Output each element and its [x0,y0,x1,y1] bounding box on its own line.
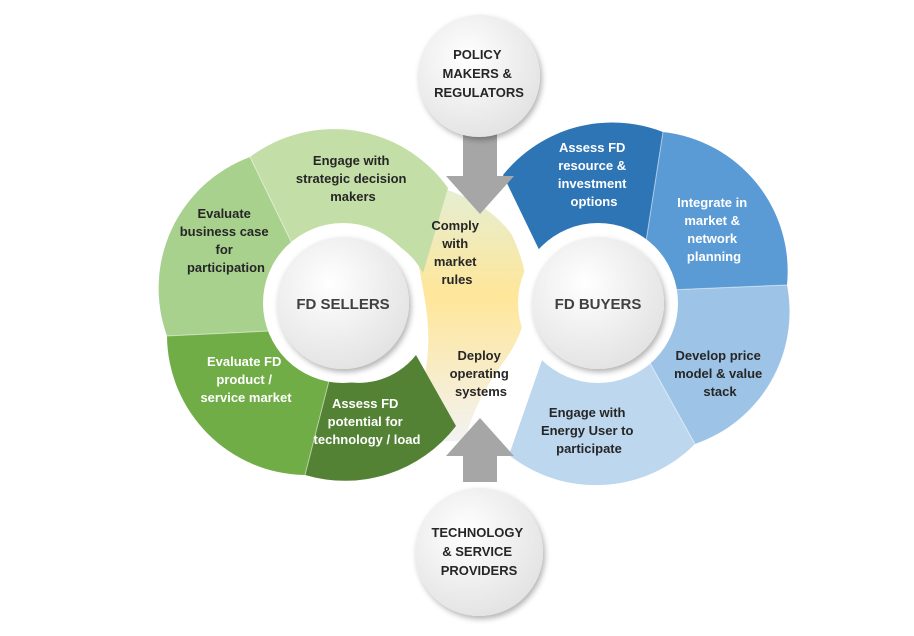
seller-label-business-case-line-2: business case [180,224,269,239]
buyer-label-develop-price-line-3: stack [703,384,737,399]
buyer-label-engage-user: Engage with Energy User to participate [541,405,637,456]
seller-label-engage-line-1: Engage with [313,153,390,168]
center-label-comply: Comply with market rules [431,218,482,287]
buyer-label-integrate: Integrate in market & network planning [677,195,751,264]
seller-segment-evaluate-product [167,331,330,475]
technology-providers-node: TECHNOLOGY & SERVICE PROVIDERS [415,488,543,616]
buyer-label-engage-user-line-1: Engage with [549,405,626,420]
technology-providers-line-1: TECHNOLOGY [431,525,523,540]
buyer-label-develop-price: Develop price model & value stack [674,348,766,399]
center-label-deploy-line-2: operating [450,366,509,381]
buyer-label-assess-resource-line-4: options [571,194,618,209]
fd-buyers-hub: FD BUYERS [518,223,678,383]
seller-segment-assess-potential [305,355,456,481]
buyer-label-assess-resource: Assess FD resource & investment options [558,140,630,209]
policy-makers-line-2: MAKERS & [443,66,512,81]
seller-label-business-case-line-1: Evaluate [197,206,250,221]
fd-sellers-hub-disc [277,237,409,369]
policy-makers-node: POLICY MAKERS & REGULATORS [418,15,540,137]
seller-label-business-case-line-4: participation [187,260,265,275]
seller-label-assess-potential-line-2: potential for [328,414,403,429]
technology-providers-disc [415,488,543,616]
buyer-label-engage-user-line-3: participate [556,441,622,456]
technology-up-arrow [446,418,514,482]
buyer-label-integrate-line-4: planning [687,249,741,264]
center-label-deploy-line-3: systems [455,384,507,399]
seller-label-business-case-line-3: for [216,242,233,257]
seller-label-assess-potential-line-1: Assess FD [332,396,398,411]
fd-sellers-hub: FD SELLERS [263,223,423,383]
seller-label-engage: Engage with strategic decision makers [296,153,410,204]
fd-sellers-hub-label: FD SELLERS [296,296,389,313]
seller-label-business-case: Evaluate business case for participation [180,206,273,275]
seller-label-product-market-line-1: Evaluate FD [207,354,281,369]
policy-makers-label: POLICY MAKERS & REGULATORS [434,47,524,100]
policy-makers-line-3: REGULATORS [434,85,524,100]
fd-buyers-hub-disc [532,237,664,369]
center-label-deploy-line-1: Deploy [458,348,502,363]
center-label-comply-line-2: with [441,236,468,251]
policy-makers-line-1: POLICY [453,47,502,62]
buyer-label-integrate-line-3: network [687,231,738,246]
seller-label-product-market: Evaluate FD product / service market [200,354,292,405]
buyer-label-assess-resource-line-2: resource & [558,158,626,173]
buyer-label-integrate-line-1: Integrate in [677,195,747,210]
buyer-segment-develop-price [650,285,790,444]
center-label-deploy: Deploy operating systems [450,348,513,399]
center-label-comply-line-3: market [434,254,477,269]
buyer-label-develop-price-line-1: Develop price [676,348,761,363]
technology-providers-line-3: PROVIDERS [441,563,518,578]
seller-label-assess-potential: Assess FD potential for technology / loa… [314,396,421,447]
technology-providers-line-2: & SERVICE [442,544,512,559]
seller-label-engage-line-2: strategic decision [296,171,407,186]
seller-label-product-market-line-2: product / [216,372,272,387]
buyer-label-engage-user-line-2: Energy User to [541,423,634,438]
seller-label-product-market-line-3: service market [200,390,292,405]
seller-label-engage-line-3: makers [330,189,376,204]
buyer-segment-dividers [644,131,788,445]
buyer-segment-engage-user [509,343,695,486]
buyer-label-integrate-line-2: market & [684,213,740,228]
center-label-comply-line-1: Comply [431,218,479,233]
buyer-label-develop-price-line-2: model & value [674,366,762,381]
technology-providers-label: TECHNOLOGY & SERVICE PROVIDERS [431,525,526,578]
fd-buyers-hub-label: FD BUYERS [555,296,642,313]
seller-label-assess-potential-line-3: technology / load [314,432,421,447]
center-label-comply-line-4: rules [441,272,472,287]
policy-makers-disc [418,15,540,137]
buyer-label-assess-resource-line-1: Assess FD [559,140,625,155]
policy-down-arrow [446,130,514,214]
buyer-segment-integrate [645,132,788,290]
buyer-label-assess-resource-line-3: investment [558,176,627,191]
